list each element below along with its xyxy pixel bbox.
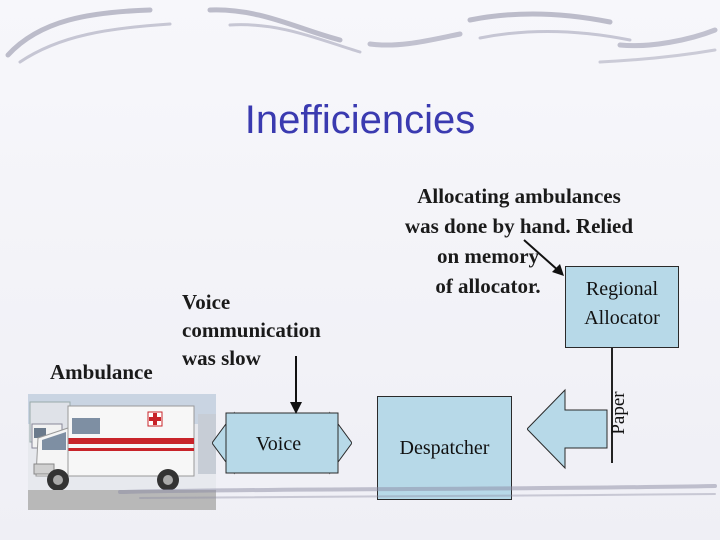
despatcher-box: Despatcher [377,396,512,500]
ambulance-label: Ambulance [50,360,153,384]
allocating-note-line4: of allocator. [435,274,541,298]
arrow-diagonal-icon [523,239,564,276]
allocating-note-line1: Allocating ambulances [417,184,621,208]
voice-bidirectional-shape [212,411,352,475]
allocating-note-line2: was done by hand. Relied [404,214,634,238]
paper-label: Paper [608,391,629,435]
voice-note-line3: was slow [182,346,261,370]
slide-title: Inefficiencies [244,98,476,142]
allocating-note-line3: on memory [436,244,540,268]
regional-line1: Regional [585,278,659,300]
decorative-bottom-line [118,484,717,499]
voice-note-line1: Voice [182,290,231,314]
voice-note-line2: communication [182,318,321,342]
paper-arrow-icon [527,388,608,470]
decorative-top-swooshes [5,7,718,64]
allocating-note: Allocating ambulances was done by hand. … [384,181,654,301]
regional-allocator-box: Regional Allocator [565,266,679,348]
voice-box: Voice [255,433,302,455]
paper-connector-line [611,348,613,463]
regional-line2: Allocator [584,307,660,329]
arrow-down-icon [290,356,302,414]
voice-note: Voice communication was slow [182,288,321,372]
